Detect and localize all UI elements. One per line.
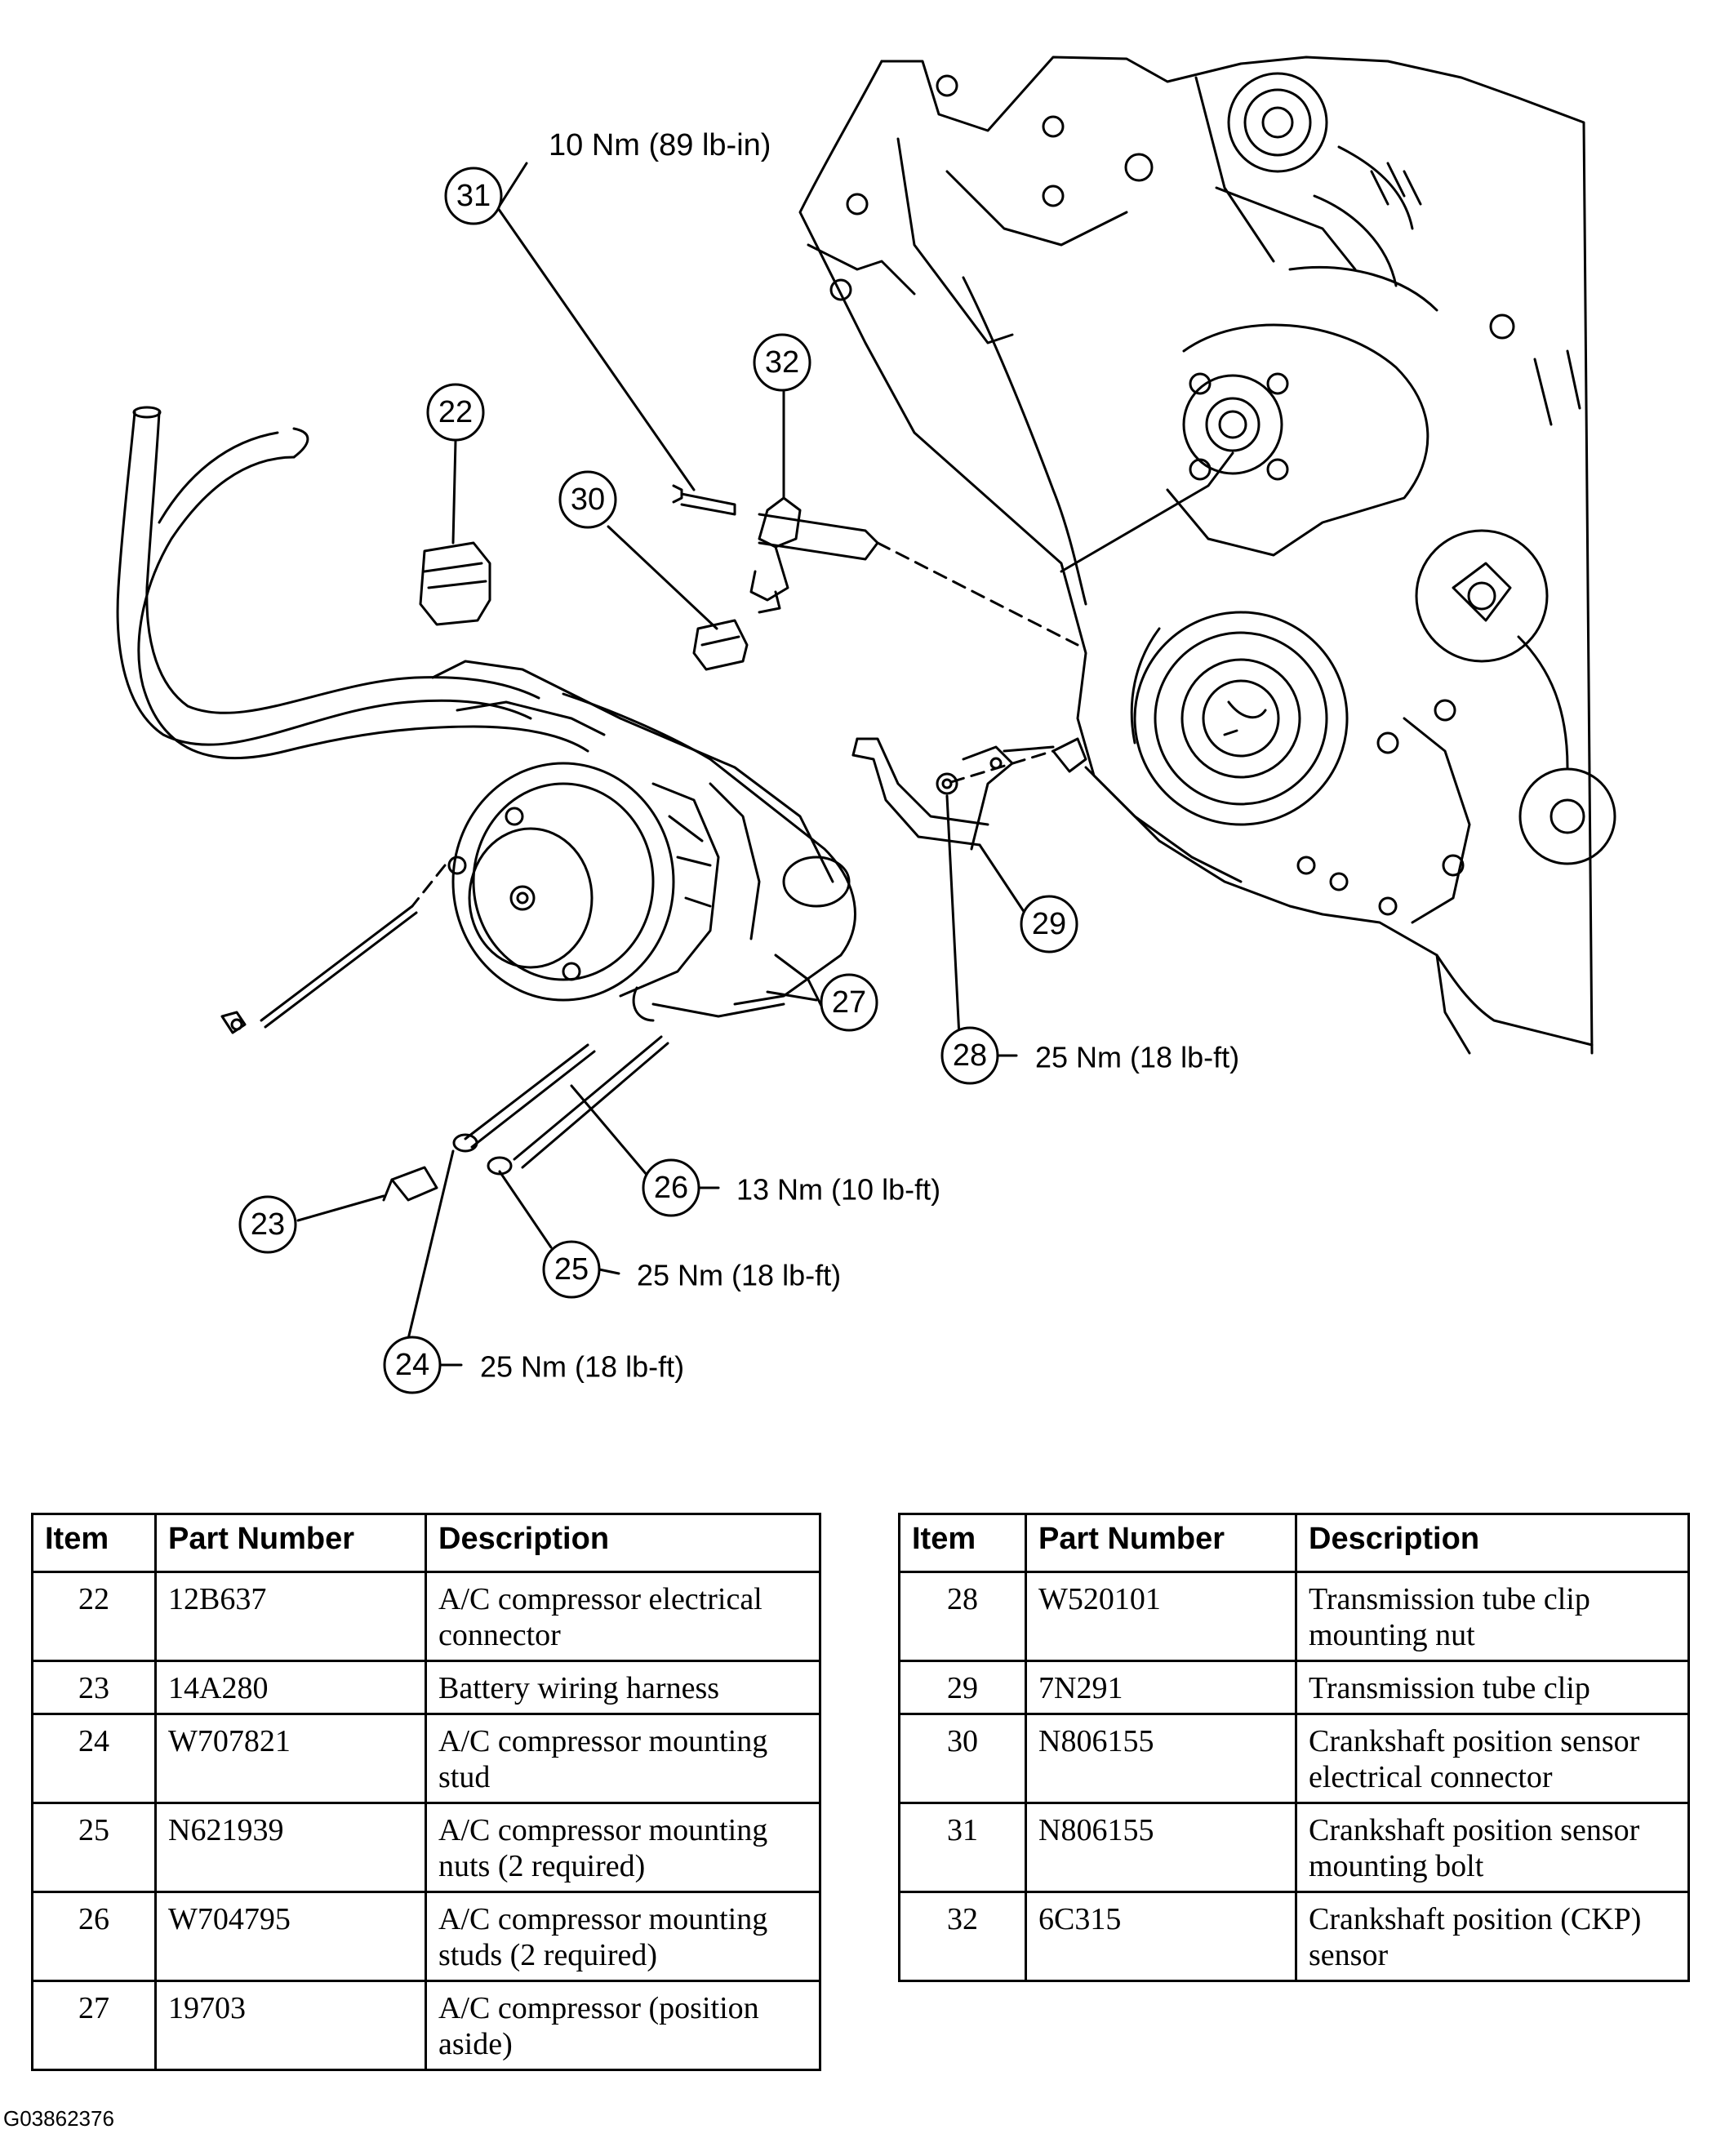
callout-27: 27 <box>820 973 878 1032</box>
item-cell: 32 <box>898 1891 1027 1982</box>
callout-23: 23 <box>238 1195 297 1254</box>
svg-text:31: 31 <box>456 179 491 213</box>
item-cell: 30 <box>898 1713 1027 1804</box>
header-part-number: Part Number <box>1025 1513 1297 1573</box>
callout-30: 30 <box>558 470 617 529</box>
item-cell: 29 <box>898 1660 1027 1715</box>
svg-text:29: 29 <box>1032 907 1066 941</box>
leader-lines <box>296 162 1026 1340</box>
header-part-number: Part Number <box>154 1513 427 1573</box>
description-cell: A/C compressor mounting nuts (2 required… <box>425 1802 821 1893</box>
part-number-cell: W520101 <box>1025 1571 1297 1662</box>
exploded-parts-diagram: 31 10 Nm (89 lb-in) 32 22 30 27 29 28 25… <box>116 56 1616 1394</box>
part-number-cell: W707821 <box>154 1713 427 1804</box>
svg-text:28: 28 <box>953 1038 987 1073</box>
table-header-row: Item Part Number Description <box>31 1513 821 1573</box>
callout-31: 31 10 Nm (89 lb-in) <box>444 128 771 225</box>
item-cell: 23 <box>31 1660 157 1715</box>
item-cell: 31 <box>898 1802 1027 1893</box>
svg-text:26: 26 <box>654 1171 688 1205</box>
svg-text:10 Nm (89 lb-in): 10 Nm (89 lb-in) <box>549 128 771 162</box>
ckp-sensor <box>749 496 879 614</box>
part-number-cell: 14A280 <box>154 1660 427 1715</box>
description-cell: Crankshaft position (CKP) sensor <box>1295 1891 1690 1982</box>
svg-text:24: 24 <box>395 1348 429 1382</box>
description-cell: Transmission tube clip <box>1295 1660 1690 1715</box>
part-number-cell: 7N291 <box>1025 1660 1297 1715</box>
svg-text:25 Nm (18 lb-ft): 25 Nm (18 lb-ft) <box>637 1259 841 1292</box>
svg-text:30: 30 <box>571 482 605 517</box>
description-cell: A/C compressor mounting studs (2 require… <box>425 1891 821 1982</box>
part-number-cell: N621939 <box>154 1802 427 1893</box>
description-cell: Crankshaft position sensor mounting bolt <box>1295 1802 1690 1893</box>
svg-text:25 Nm (18 lb-ft): 25 Nm (18 lb-ft) <box>1035 1041 1239 1074</box>
svg-text:13 Nm (10 lb-ft): 13 Nm (10 lb-ft) <box>736 1173 940 1207</box>
ckp-connector <box>692 619 749 671</box>
part-number-cell: N806155 <box>1025 1713 1297 1804</box>
callout-29: 29 <box>1020 895 1078 954</box>
item-cell: 25 <box>31 1802 157 1893</box>
crankshaft-damper <box>1130 611 1349 826</box>
upper-pulleys <box>807 72 1515 345</box>
item-cell: 22 <box>31 1571 157 1662</box>
water-pump <box>1166 266 1438 557</box>
description-cell: Crankshaft position sensor electrical co… <box>1295 1713 1690 1804</box>
ckp-bolt <box>672 484 736 516</box>
description-cell: A/C compressor (position aside) <box>425 1980 821 2071</box>
header-item: Item <box>31 1513 157 1573</box>
table-header-row: Item Part Number Description <box>898 1513 1690 1573</box>
svg-text:22: 22 <box>438 395 473 429</box>
item-cell: 24 <box>31 1713 157 1804</box>
callout-22: 22 <box>426 383 485 442</box>
description-cell: Battery wiring harness <box>425 1660 821 1715</box>
header-item: Item <box>898 1513 1027 1573</box>
part-number-cell: W704795 <box>154 1891 427 1982</box>
accessory-pulleys <box>1376 349 1616 924</box>
svg-text:27: 27 <box>832 985 866 1020</box>
ac-compressor-connector <box>419 541 491 626</box>
callout-28: 28 25 Nm (18 lb-ft) <box>940 1026 1239 1085</box>
alignment-lines <box>411 541 1079 908</box>
item-cell: 28 <box>898 1571 1027 1662</box>
callout-32: 32 <box>753 333 811 392</box>
header-description: Description <box>1295 1513 1690 1573</box>
svg-text:32: 32 <box>765 345 799 380</box>
ac-refrigerant-lines <box>116 406 622 760</box>
callout-26: 26 13 Nm (10 lb-ft) <box>642 1158 940 1217</box>
engine-front-cover <box>798 56 1616 1055</box>
svg-text:23: 23 <box>251 1207 285 1242</box>
figure-id: G03862376 <box>3 2106 114 2131</box>
part-number-cell: 6C315 <box>1025 1891 1297 1982</box>
svg-text:25: 25 <box>554 1252 589 1287</box>
svg-text:25 Nm (18 lb-ft): 25 Nm (18 lb-ft) <box>480 1350 684 1384</box>
item-cell: 26 <box>31 1891 157 1982</box>
mounting-studs <box>220 905 669 1202</box>
description-cell: Transmission tube clip mounting nut <box>1295 1571 1690 1662</box>
item-cell: 27 <box>31 1980 157 2071</box>
header-description: Description <box>425 1513 821 1573</box>
callout-25: 25 25 Nm (18 lb-ft) <box>542 1240 841 1299</box>
ac-compressor <box>447 692 856 1022</box>
description-cell: A/C compressor electrical connector <box>425 1571 821 1662</box>
part-number-cell: N806155 <box>1025 1802 1297 1893</box>
transmission-tube-clip <box>851 737 1087 851</box>
description-cell: A/C compressor mounting stud <box>425 1713 821 1804</box>
part-number-cell: 19703 <box>154 1980 427 2071</box>
part-number-cell: 12B637 <box>154 1571 427 1662</box>
callout-24: 24 25 Nm (18 lb-ft) <box>383 1336 684 1394</box>
